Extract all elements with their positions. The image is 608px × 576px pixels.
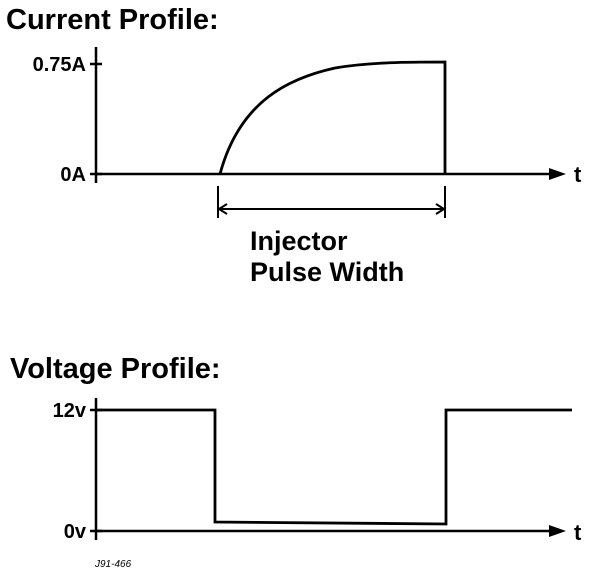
pulse-width-arrow-left (217, 203, 228, 215)
voltage-tick-label-high: 12v (53, 400, 87, 422)
voltage-x-axis-arrow (549, 525, 566, 537)
current-tick-label-zero: 0A (60, 164, 86, 186)
pulse-width-label-line1: Injector (250, 226, 348, 256)
voltage-x-axis-label: t (574, 520, 582, 545)
voltage-waveform (96, 408, 572, 526)
voltage-profile-title: Voltage Profile: (10, 353, 221, 385)
voltage-tick-label-zero: 0v (64, 521, 87, 543)
pulse-width-arrow-right (435, 203, 446, 215)
current-profile-title: Current Profile: (6, 4, 219, 36)
current-tick-label-high: 0.75A (33, 54, 86, 76)
pulse-width-label-line2: Pulse Width (250, 257, 404, 287)
voltage-profile-panel: Voltage Profile: 12v 0v t (10, 353, 582, 545)
current-x-axis-arrow (549, 168, 566, 180)
current-profile-panel: Current Profile: 0.75A 0A t Injector Pul… (6, 4, 582, 287)
current-x-axis-label: t (574, 162, 582, 187)
current-waveform (218, 60, 447, 175)
figure-reference-code: J91-466 (94, 559, 132, 570)
